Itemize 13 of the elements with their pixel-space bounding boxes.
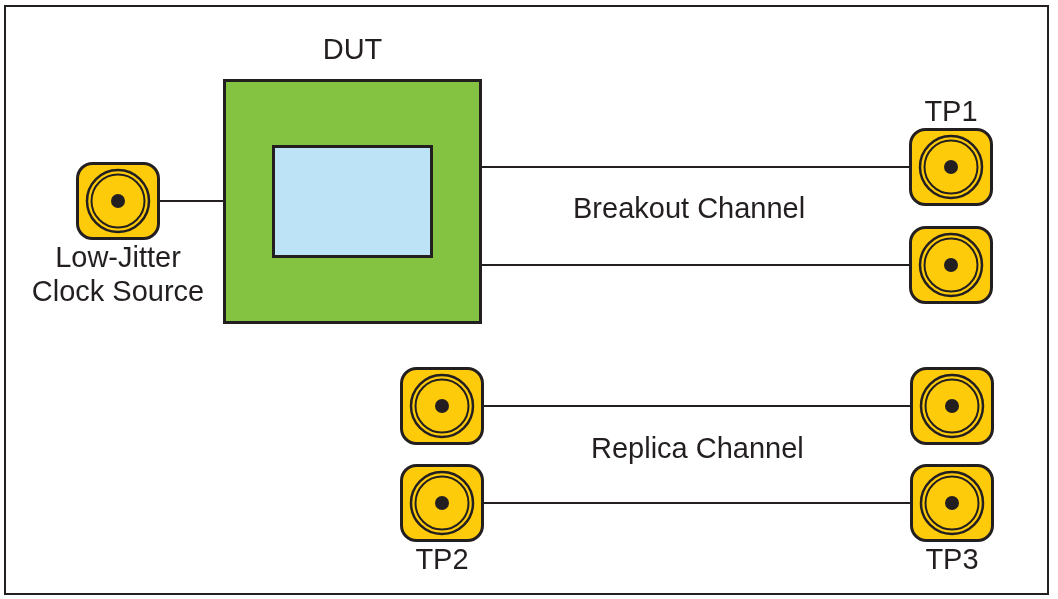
connector-label: Low-Jitter Clock Source: [30, 240, 206, 308]
device-heading: DUT: [322, 32, 383, 66]
cable-line: [481, 264, 910, 266]
connector-label: TP3: [925, 542, 979, 576]
cable-line: [481, 166, 910, 168]
channel-label: Breakout Channel: [573, 191, 806, 225]
channel-label: Replica Channel: [591, 431, 804, 465]
cable-line: [159, 200, 224, 202]
connector-label: TP1: [924, 94, 978, 128]
cable-line: [483, 502, 911, 504]
die-area: [272, 145, 433, 258]
cable-line: [483, 405, 911, 407]
connector-label: TP2: [415, 542, 469, 576]
